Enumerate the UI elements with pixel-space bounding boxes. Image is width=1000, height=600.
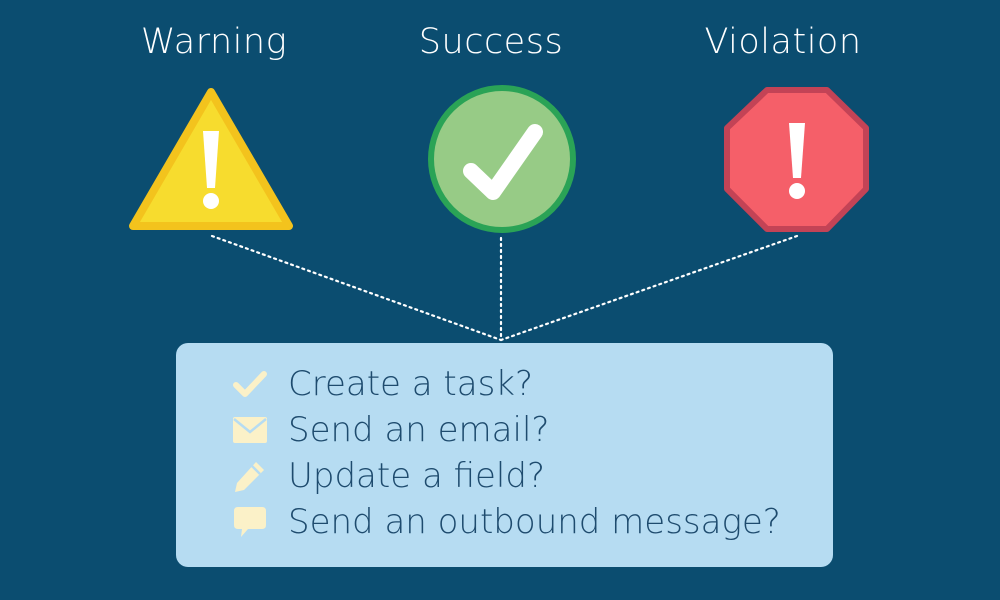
action-item-update-field: Update a field? — [230, 453, 781, 499]
warning-triangle-icon — [129, 88, 293, 230]
connector-warning — [210, 234, 503, 342]
connector-lines — [210, 234, 799, 342]
speech-bubble-icon — [230, 504, 270, 540]
envelope-icon — [230, 412, 270, 448]
warning-label: Warning — [140, 22, 288, 62]
action-item-send-email: Send an email? — [230, 407, 781, 453]
action-label: Send an email? — [288, 410, 550, 450]
action-label: Update a field? — [288, 456, 545, 496]
checkmark-circle-icon — [428, 85, 576, 233]
checkmark-icon — [230, 366, 270, 402]
action-label: Send an outbound message? — [288, 502, 781, 542]
pencil-icon — [230, 458, 270, 494]
violation-label: Violation — [704, 22, 862, 62]
action-item-create-task: Create a task? — [230, 361, 781, 407]
success-label: Success — [418, 22, 564, 62]
stop-octagon-icon — [724, 87, 869, 232]
connector-violation — [499, 234, 799, 342]
action-item-outbound-message: Send an outbound message? — [230, 499, 781, 545]
actions-panel: Create a task? Send an email? Update a f… — [176, 343, 833, 567]
action-list: Create a task? Send an email? Update a f… — [230, 361, 781, 545]
action-label: Create a task? — [288, 364, 534, 404]
